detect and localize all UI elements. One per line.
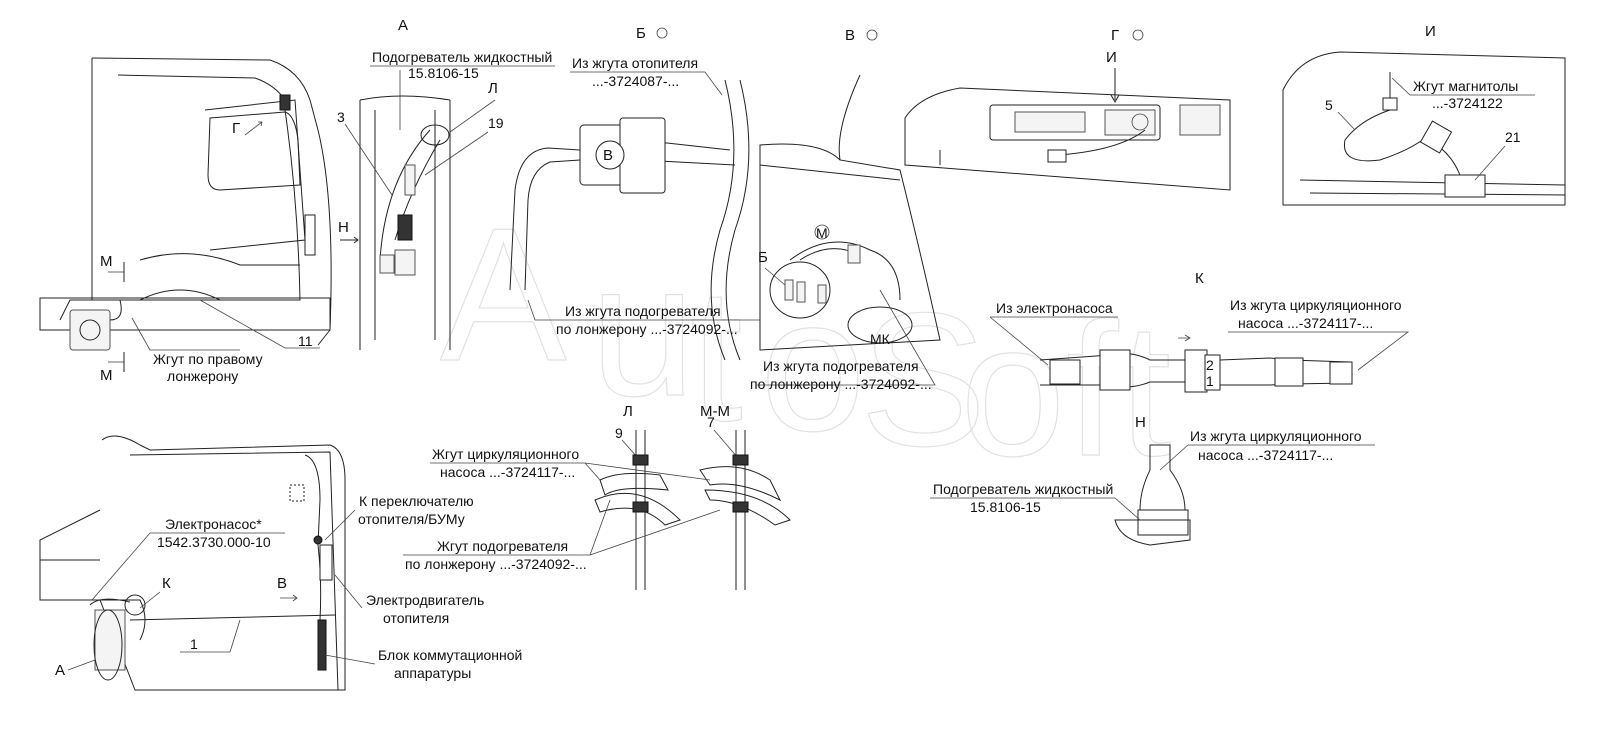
rotate-icon-v bbox=[866, 29, 878, 41]
from-electropump-label: Из электронасоса bbox=[996, 300, 1113, 316]
cab-front-view: Электронасос* 1542.3730.000-10 К В К пер… bbox=[39, 435, 522, 691]
from-longeron-harness-label-v: Из жгута подогревателя bbox=[763, 358, 919, 374]
callout-1: 1 bbox=[190, 636, 198, 652]
block-label-2: аппаратуры bbox=[394, 665, 471, 681]
heater-harness-label-1: Жгут подогревателя bbox=[437, 538, 568, 554]
view-a-title: А bbox=[398, 17, 408, 34]
mk-marker: МК bbox=[870, 331, 891, 347]
watermark-oft: oft bbox=[960, 284, 1171, 496]
rotate-icon bbox=[656, 27, 668, 39]
view-i-marker: И bbox=[1106, 49, 1117, 66]
longeron-harness-num: по лонжерону ...-3724092-... bbox=[556, 321, 738, 337]
pin-1-label: 1 bbox=[1206, 373, 1214, 389]
heater-harness-label-2: по лонжерону ...-3724092-... bbox=[405, 556, 587, 572]
radio-harness-num: ...-3724122 bbox=[1432, 95, 1503, 111]
view-k-marker: К bbox=[162, 575, 171, 592]
section-m-v: М bbox=[816, 225, 828, 241]
view-v: В М Б МК Из жгута подогревателя по лонже… bbox=[750, 27, 941, 392]
radio-harness-label: Жгут магнитолы bbox=[1413, 78, 1518, 94]
view-b: Б Из жгута отопителя ...-3724087-... В И… bbox=[509, 25, 760, 361]
motor-label-2: отопителя bbox=[383, 610, 449, 626]
view-g: Г И bbox=[904, 27, 1231, 191]
view-n: Н Из жгута циркуляционного насоса ...-37… bbox=[930, 414, 1375, 546]
watermark-u: u bbox=[590, 224, 696, 436]
right-longeron-label-1: Жгут по правому bbox=[153, 351, 263, 367]
circ-harness-label-2: насоса ...-3724117-... bbox=[440, 464, 575, 480]
heater-harness-num: ...-3724087-... bbox=[592, 73, 679, 89]
view-b-title: Б bbox=[636, 25, 646, 42]
circ-harness-label-1: Жгут циркуляционного bbox=[432, 446, 579, 462]
view-k-title: К bbox=[1195, 270, 1204, 287]
view-a-marker: А bbox=[55, 662, 65, 679]
callout-5: 5 bbox=[1325, 97, 1333, 113]
from-heater-harness-label: Из жгута отопителя bbox=[572, 55, 698, 71]
electropump-label-1: Электронасос* bbox=[165, 516, 262, 532]
view-i: И Жгут магнитолы ...-3724122 5 21 bbox=[1282, 23, 1566, 206]
watermark-o: o bbox=[760, 259, 866, 471]
watermark: A u t o S oft bbox=[439, 188, 1171, 496]
from-circ-pump-n-1: Из жгута циркуляционного bbox=[1190, 428, 1362, 444]
watermark-s: S bbox=[860, 274, 987, 486]
callout-9: 9 bbox=[615, 425, 623, 441]
view-v-marker: В bbox=[277, 575, 287, 592]
pin-2-label: 2 bbox=[1206, 357, 1214, 373]
connector-v-icon bbox=[595, 140, 625, 170]
electropump-label-2: 1542.3730.000-10 bbox=[157, 534, 271, 550]
heater-model-n: 15.8106-15 bbox=[970, 499, 1041, 515]
heater-label-n: Подогреватель жидкостный bbox=[933, 481, 1113, 497]
rotate-icon-g bbox=[1132, 29, 1144, 41]
view-n-title: Н bbox=[1135, 414, 1146, 431]
section-m-top: М bbox=[100, 253, 113, 270]
view-n-marker: Н bbox=[338, 219, 349, 236]
heater-label: Подогреватель жидкостный bbox=[372, 49, 552, 65]
longeron-harness-num-v: по лонжерону ...-3724092-... bbox=[750, 376, 932, 392]
section-m-bottom: М bbox=[100, 367, 113, 384]
switch-label-1: К переключателю bbox=[359, 493, 474, 509]
watermark-a: A bbox=[440, 189, 567, 401]
switch-label-2: отопителя/БУМу bbox=[358, 511, 465, 527]
right-longeron-label-2: лонжерону bbox=[167, 368, 238, 384]
heater-model-label: 15.8106-15 bbox=[408, 65, 479, 81]
block-label-1: Блок коммутационной bbox=[378, 647, 522, 663]
watermark-t: t bbox=[690, 249, 743, 461]
from-longeron-harness-label: Из жгута подогревателя bbox=[565, 303, 721, 319]
from-circ-pump-label-1: Из жгута циркуляционного bbox=[1230, 297, 1402, 313]
view-k: К Из электронасоса Из жгута циркуляционн… bbox=[989, 270, 1410, 393]
callout-11: 11 bbox=[298, 333, 313, 349]
from-circ-pump-label-2: насоса ...-3724117-... bbox=[1238, 315, 1373, 331]
view-v-title: В bbox=[845, 27, 855, 44]
view-i-title: И bbox=[1425, 23, 1436, 40]
view-g-title: Г bbox=[1111, 27, 1119, 44]
view-a: А Подогреватель жидкостный 15.8106-15 Л … bbox=[337, 17, 555, 350]
motor-label-1: Электродвигатель bbox=[366, 592, 484, 608]
connector-letter: В bbox=[603, 147, 613, 164]
callout-21: 21 bbox=[1505, 129, 1521, 145]
view-l-marker: Л bbox=[488, 80, 498, 97]
view-b-marker: Б bbox=[758, 249, 768, 266]
callout-3: 3 bbox=[337, 109, 345, 125]
cab-side-view: Г Н М М 11 Жгут по правому лонжерону bbox=[39, 57, 359, 384]
section-l-mm: Л М-М 9 7 Жгут циркуляционного насоса ..… bbox=[403, 403, 791, 590]
section-l-title: Л bbox=[623, 403, 633, 420]
callout-7: 7 bbox=[707, 414, 715, 430]
section-mm-title: М-М bbox=[700, 403, 730, 420]
from-circ-pump-n-2: насоса ...-3724117-... bbox=[1198, 447, 1333, 463]
callout-19: 19 bbox=[488, 115, 504, 131]
view-g-marker: Г bbox=[232, 120, 240, 137]
